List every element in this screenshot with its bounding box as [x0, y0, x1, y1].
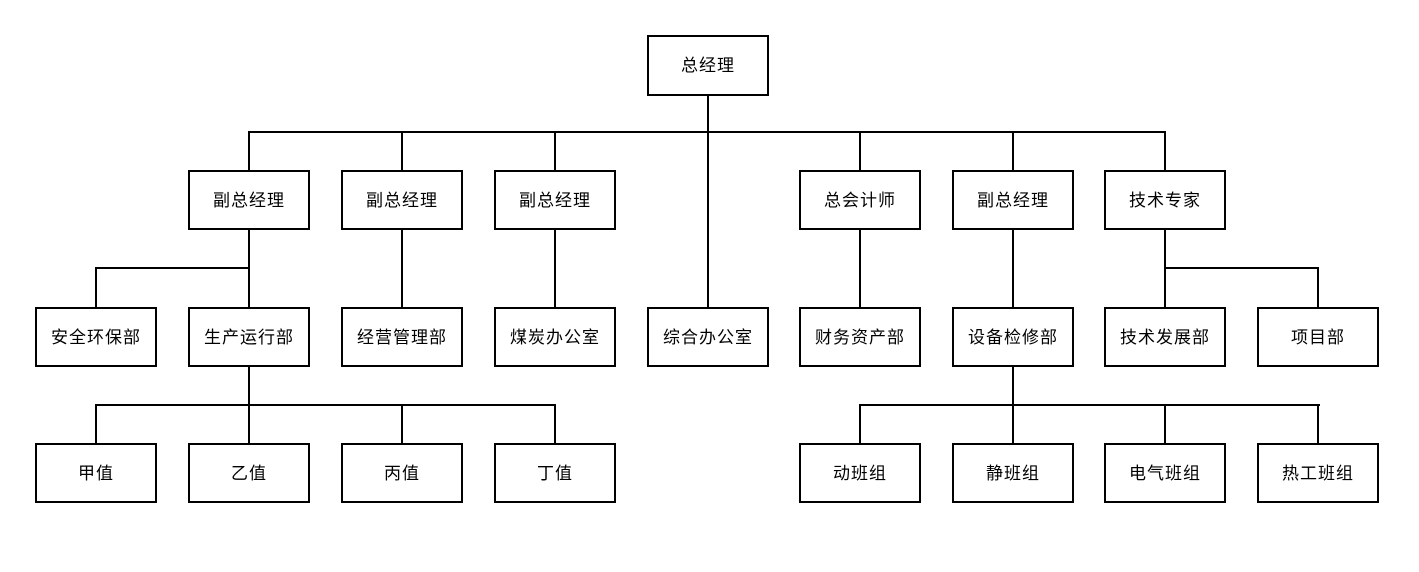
connector-drop-project-dept — [1317, 267, 1319, 307]
node-general-office[interactable]: 综合办公室 — [647, 307, 769, 367]
connector-drop-production-dept — [248, 267, 250, 307]
node-finance-assets-dept[interactable]: 财务资产部 — [799, 307, 921, 367]
connector-stem-equipment-dept — [1012, 367, 1014, 405]
node-technical-expert[interactable]: 技术专家 — [1104, 170, 1226, 230]
node-label: 设备检修部 — [968, 327, 1058, 347]
connector-stem-vp4 — [1012, 230, 1014, 307]
node-label: 技术专家 — [1129, 190, 1201, 210]
node-label: 副总经理 — [519, 190, 591, 210]
node-deputy-general-manager-1[interactable]: 副总经理 — [188, 170, 310, 230]
node-deputy-general-manager-4[interactable]: 副总经理 — [952, 170, 1074, 230]
node-technology-development-dept[interactable]: 技术发展部 — [1104, 307, 1226, 367]
connector-drop-safety-dept — [95, 267, 97, 307]
node-label: 安全环保部 — [51, 327, 141, 347]
connector-stem-vp3 — [554, 230, 556, 307]
node-label: 热工班组 — [1282, 463, 1354, 483]
node-label: 综合办公室 — [663, 327, 753, 347]
node-business-management-dept[interactable]: 经营管理部 — [341, 307, 463, 367]
node-project-dept[interactable]: 项目部 — [1257, 307, 1379, 367]
connector-stem-production-dept — [248, 367, 250, 405]
connector-drop-level2-4 — [859, 131, 861, 170]
connector-bus-tech-expert — [1164, 267, 1319, 269]
node-label: 总经理 — [681, 56, 735, 75]
node-label: 副总经理 — [213, 190, 285, 210]
node-label: 技术发展部 — [1120, 327, 1210, 347]
connector-drop-level2-3 — [554, 131, 556, 170]
node-label: 煤炭办公室 — [510, 327, 600, 347]
node-label: 丁值 — [537, 463, 573, 483]
connector-drop-tech-development-dept — [1164, 267, 1166, 307]
node-equipment-maintenance-dept[interactable]: 设备检修部 — [952, 307, 1074, 367]
connector-stem-chief-accountant — [859, 230, 861, 307]
node-label: 生产运行部 — [204, 327, 294, 347]
node-general-manager[interactable]: 总经理 — [647, 35, 769, 96]
node-label: 电气班组 — [1129, 463, 1201, 483]
connector-stem-vp2 — [401, 230, 403, 307]
connector-drop-shift-ding — [554, 404, 556, 443]
node-deputy-general-manager-3[interactable]: 副总经理 — [494, 170, 616, 230]
connector-drop-level2-2 — [401, 131, 403, 170]
connector-root-to-general-office — [707, 131, 709, 307]
node-chief-accountant[interactable]: 总会计师 — [799, 170, 921, 230]
connector-stem-vp1 — [248, 230, 250, 268]
connector-bus-vp1 — [95, 267, 250, 269]
node-shift-bing[interactable]: 丙值 — [341, 443, 463, 503]
node-label: 动班组 — [833, 463, 887, 483]
connector-drop-shift-yi — [248, 404, 250, 443]
connector-drop-team-thermal — [1317, 404, 1319, 443]
connector-drop-shift-bing — [401, 404, 403, 443]
connector-root-stem — [707, 96, 709, 132]
node-label: 总会计师 — [824, 190, 896, 210]
node-label: 甲值 — [78, 463, 114, 483]
node-deputy-general-manager-2[interactable]: 副总经理 — [341, 170, 463, 230]
connector-drop-level2-5 — [1012, 131, 1014, 170]
node-label: 项目部 — [1291, 327, 1345, 347]
node-label: 丙值 — [384, 463, 420, 483]
node-shift-yi[interactable]: 乙值 — [188, 443, 310, 503]
connector-drop-shift-jia — [95, 404, 97, 443]
connector-stem-tech-expert — [1164, 230, 1166, 268]
node-label: 副总经理 — [366, 190, 438, 210]
node-team-thermal[interactable]: 热工班组 — [1257, 443, 1379, 503]
node-team-electrical[interactable]: 电气班组 — [1104, 443, 1226, 503]
node-safety-environment-dept[interactable]: 安全环保部 — [35, 307, 157, 367]
connector-drop-level2-1 — [248, 131, 250, 170]
node-shift-jia[interactable]: 甲值 — [35, 443, 157, 503]
node-label: 副总经理 — [977, 190, 1049, 210]
node-label: 财务资产部 — [815, 327, 905, 347]
node-label: 经营管理部 — [357, 327, 447, 347]
node-production-operation-dept[interactable]: 生产运行部 — [188, 307, 310, 367]
connector-bus-equipment-dept — [859, 404, 1320, 406]
node-label: 乙值 — [231, 463, 267, 483]
node-team-static[interactable]: 静班组 — [952, 443, 1074, 503]
connector-drop-level2-6 — [1164, 131, 1166, 170]
connector-drop-team-electrical — [1164, 404, 1166, 443]
connector-drop-team-dynamic — [859, 404, 861, 443]
node-label: 静班组 — [986, 463, 1040, 483]
node-shift-ding[interactable]: 丁值 — [494, 443, 616, 503]
connector-bus-production-dept — [95, 404, 556, 406]
node-coal-office[interactable]: 煤炭办公室 — [494, 307, 616, 367]
connector-drop-team-static — [1012, 404, 1014, 443]
node-team-dynamic[interactable]: 动班组 — [799, 443, 921, 503]
